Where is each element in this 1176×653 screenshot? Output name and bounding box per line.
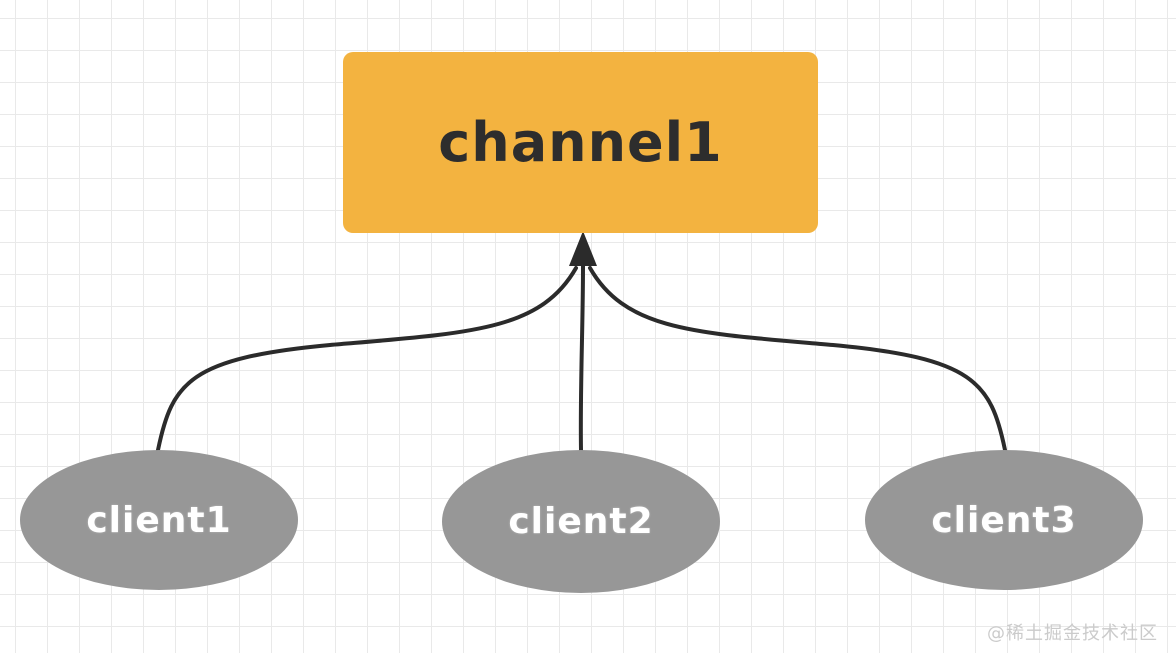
client1-label: client1 [86,499,232,541]
arrow-client1-to-channel [156,266,578,452]
node-channel1: channel1 [343,52,818,233]
arrowhead-icon [569,231,597,266]
client2-label: client2 [508,501,654,542]
node-client2: client2 [442,450,720,593]
channel-label: channel1 [438,111,723,174]
watermark: @稀土掘金技术社区 [987,623,1158,644]
node-client3: client3 [865,450,1143,590]
arrow-client3-to-channel [588,266,1007,452]
node-client1: client1 [20,450,298,590]
arrow-client2-to-channel [578,264,585,452]
client3-label: client3 [931,499,1077,541]
